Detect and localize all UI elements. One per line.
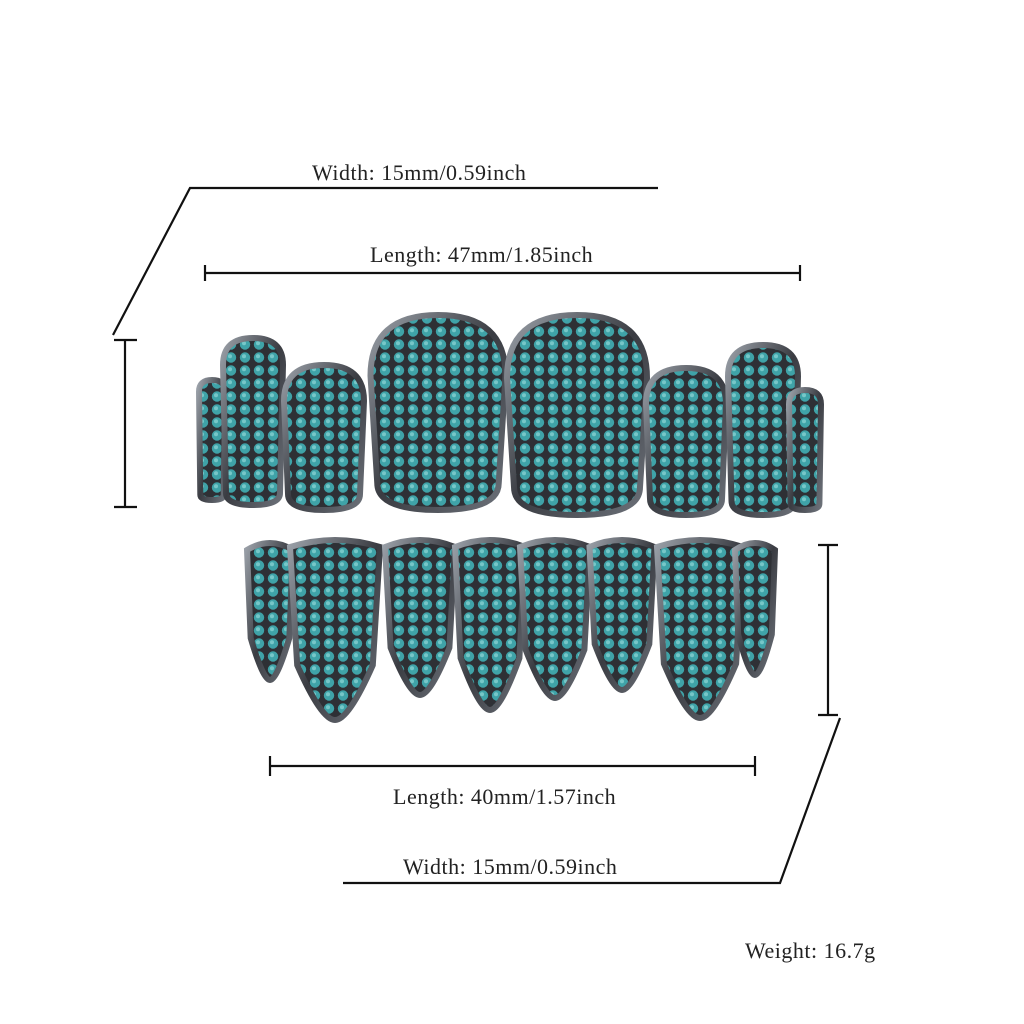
upper-tooth: [280, 361, 368, 514]
lower-tooth: [731, 540, 779, 679]
lower-width-label: Width: 15mm/0.59inch: [403, 854, 618, 879]
upper-tooth: [642, 364, 730, 519]
upper-tooth: [367, 311, 509, 514]
lower-tooth: [451, 537, 529, 714]
lower-length-label: Length: 40mm/1.57inch: [393, 784, 617, 809]
upper-tooth: [503, 311, 651, 519]
lower-tooth: [653, 537, 747, 722]
weight-label: Weight: 16.7g: [745, 938, 876, 963]
dimension-lines: [112, 186, 842, 885]
lower-width-line: [343, 717, 842, 885]
teeth-group: [195, 311, 825, 724]
upper-tooth: [785, 386, 825, 514]
upper-width-line: [112, 186, 658, 336]
upper-length-label: Length: 47mm/1.85inch: [370, 242, 594, 267]
lower-tooth: [286, 537, 384, 724]
upper-width-label: Width: 15mm/0.59inch: [312, 160, 527, 185]
lower-tooth: [516, 537, 594, 702]
upper-tooth: [219, 334, 287, 509]
lower-tooth: [381, 537, 459, 699]
lower-tooth: [243, 540, 297, 684]
lower-tooth: [586, 537, 658, 694]
